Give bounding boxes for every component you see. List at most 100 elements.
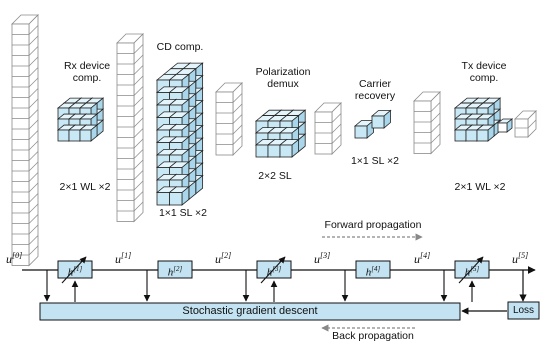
- rx-kernel-cube-front: [68, 129, 81, 142]
- column-input-cell-line: [28, 224, 39, 235]
- signal-u3-base: u: [314, 252, 320, 266]
- signal-u0-sup: [0]: [12, 251, 23, 260]
- pol-kernel-label: 2×2 SL: [258, 170, 292, 182]
- column-input-cell-line: [28, 161, 39, 172]
- tx-kernel-cube-front: [454, 129, 467, 142]
- cd-kernel-cube: [168, 186, 190, 206]
- block-h5-label: h[5]: [457, 263, 487, 279]
- column-input-cell-line: [28, 130, 39, 140]
- column-u3-cell-line: [331, 134, 342, 144]
- column-u1-cell-line: [133, 149, 144, 159]
- signal-u0: u[0]: [6, 250, 22, 265]
- column-input-cell-line: [28, 119, 39, 130]
- block-h1-label: h[1]: [60, 263, 90, 279]
- kernel-cubes: [56, 62, 514, 206]
- signal-u4-base: u: [414, 252, 420, 266]
- column-u4-cell-line: [430, 123, 441, 133]
- column-u2: [215, 82, 243, 156]
- signal-u4-sup: [4]: [420, 251, 431, 260]
- column-u1-cell-line: [133, 180, 144, 191]
- column-input-cell-line: [28, 98, 39, 109]
- cd-kernel-label: 1×1 SL ×2: [158, 207, 208, 219]
- column-u2-cell-line: [232, 103, 243, 114]
- tx-kernel-cube-front: [465, 129, 478, 142]
- carrier-kernel-cube: [370, 109, 392, 129]
- loss-box: [507, 301, 540, 320]
- column-u2-cell-line: [232, 124, 243, 135]
- pol-label-line2: demux: [267, 78, 299, 90]
- block-h4-label: h[4]: [358, 263, 388, 279]
- column-u2-cell-line: [232, 135, 243, 145]
- pol-kernel-cube: [278, 138, 300, 158]
- column-u1-cell-line: [133, 128, 144, 138]
- trainable-arrow: [458, 256, 484, 284]
- activation-columns: [11, 14, 537, 267]
- column-input-cell-line: [28, 77, 39, 88]
- column-u1: [116, 33, 144, 223]
- column-input-cell-line: [28, 193, 39, 203]
- layer-blocks: [57, 256, 490, 284]
- block-h4-base: h: [365, 266, 372, 279]
- block-h2-sup: [2]: [173, 265, 183, 273]
- column-input-cell-line: [28, 151, 39, 161]
- tx-extra-cube-front: [497, 122, 508, 133]
- rx-kernel-cube: [78, 124, 99, 142]
- column-input-cell-line: [28, 35, 39, 46]
- block-h2-label: h[2]: [160, 263, 190, 279]
- back-label: Back propagation: [332, 330, 414, 342]
- signal-u2: u[2]: [215, 250, 231, 265]
- column-u1-cell-line: [133, 96, 144, 107]
- column-u1-cell-line: [133, 75, 144, 86]
- column-u1-cell-line: [133, 86, 144, 96]
- column-u1-cell-line: [133, 54, 144, 65]
- signal-u1-sup: [1]: [121, 251, 132, 260]
- column-input-cell-line: [28, 46, 39, 56]
- rx-kernel-cube-front: [57, 129, 70, 142]
- pol-kernel-cube-front: [279, 144, 293, 158]
- column-input-cell-line: [28, 56, 39, 67]
- tx-label-line2: comp.: [469, 72, 499, 84]
- rx-kernel-label: 2×1 WL ×2: [59, 181, 111, 193]
- column-u4-side: [430, 91, 441, 155]
- block-h5-sup: [5]: [470, 265, 480, 273]
- signal-u0-base: u: [6, 252, 12, 266]
- cd-kernel-cube-front: [156, 192, 170, 206]
- gradient-taps: [43, 270, 476, 302]
- signal-u3: u[3]: [314, 250, 330, 265]
- forward-label: Forward propagation: [324, 219, 422, 231]
- column-u1-side: [133, 33, 144, 223]
- tx-kernel-label: 2×1 WL ×2: [454, 181, 506, 193]
- cd-kernel-cube-front: [169, 192, 183, 206]
- column-input-cell-line: [28, 214, 39, 224]
- tx-label-line1: Tx device: [461, 60, 507, 72]
- block-h3-label: h[3]: [259, 263, 289, 279]
- column-u1-front: [116, 42, 135, 222]
- pol-kernel-cube-front: [255, 144, 269, 158]
- trainable-arrow: [61, 256, 87, 284]
- column-input-cell-line: [28, 245, 39, 256]
- block-h3-sup: [3]: [272, 265, 282, 273]
- rx-label-line2: comp.: [72, 72, 102, 84]
- column-u2-cell-line: [232, 93, 243, 103]
- trainable-arrow: [260, 256, 286, 284]
- carrier-kernel-cube-front: [371, 115, 385, 129]
- tx-extra-cube: [496, 118, 514, 133]
- column-u1-cell-line: [133, 138, 144, 149]
- column-u1-cell-line: [133, 117, 144, 128]
- layer-block-h2: [157, 260, 193, 279]
- column-u1-cell-line: [133, 107, 144, 117]
- column-u3: [314, 102, 342, 155]
- rx-kernel-cube-front: [79, 129, 92, 142]
- block-h3-base: h: [266, 266, 273, 279]
- column-input-cell-line: [28, 172, 39, 182]
- column-u1-cell-line: [133, 159, 144, 170]
- signal-u4: u[4]: [414, 250, 430, 265]
- tx-kernel-cube-front: [476, 129, 489, 142]
- column-input-cell-line: [28, 109, 39, 119]
- column-u4: [413, 91, 441, 155]
- signal-u5: u[5]: [512, 250, 528, 265]
